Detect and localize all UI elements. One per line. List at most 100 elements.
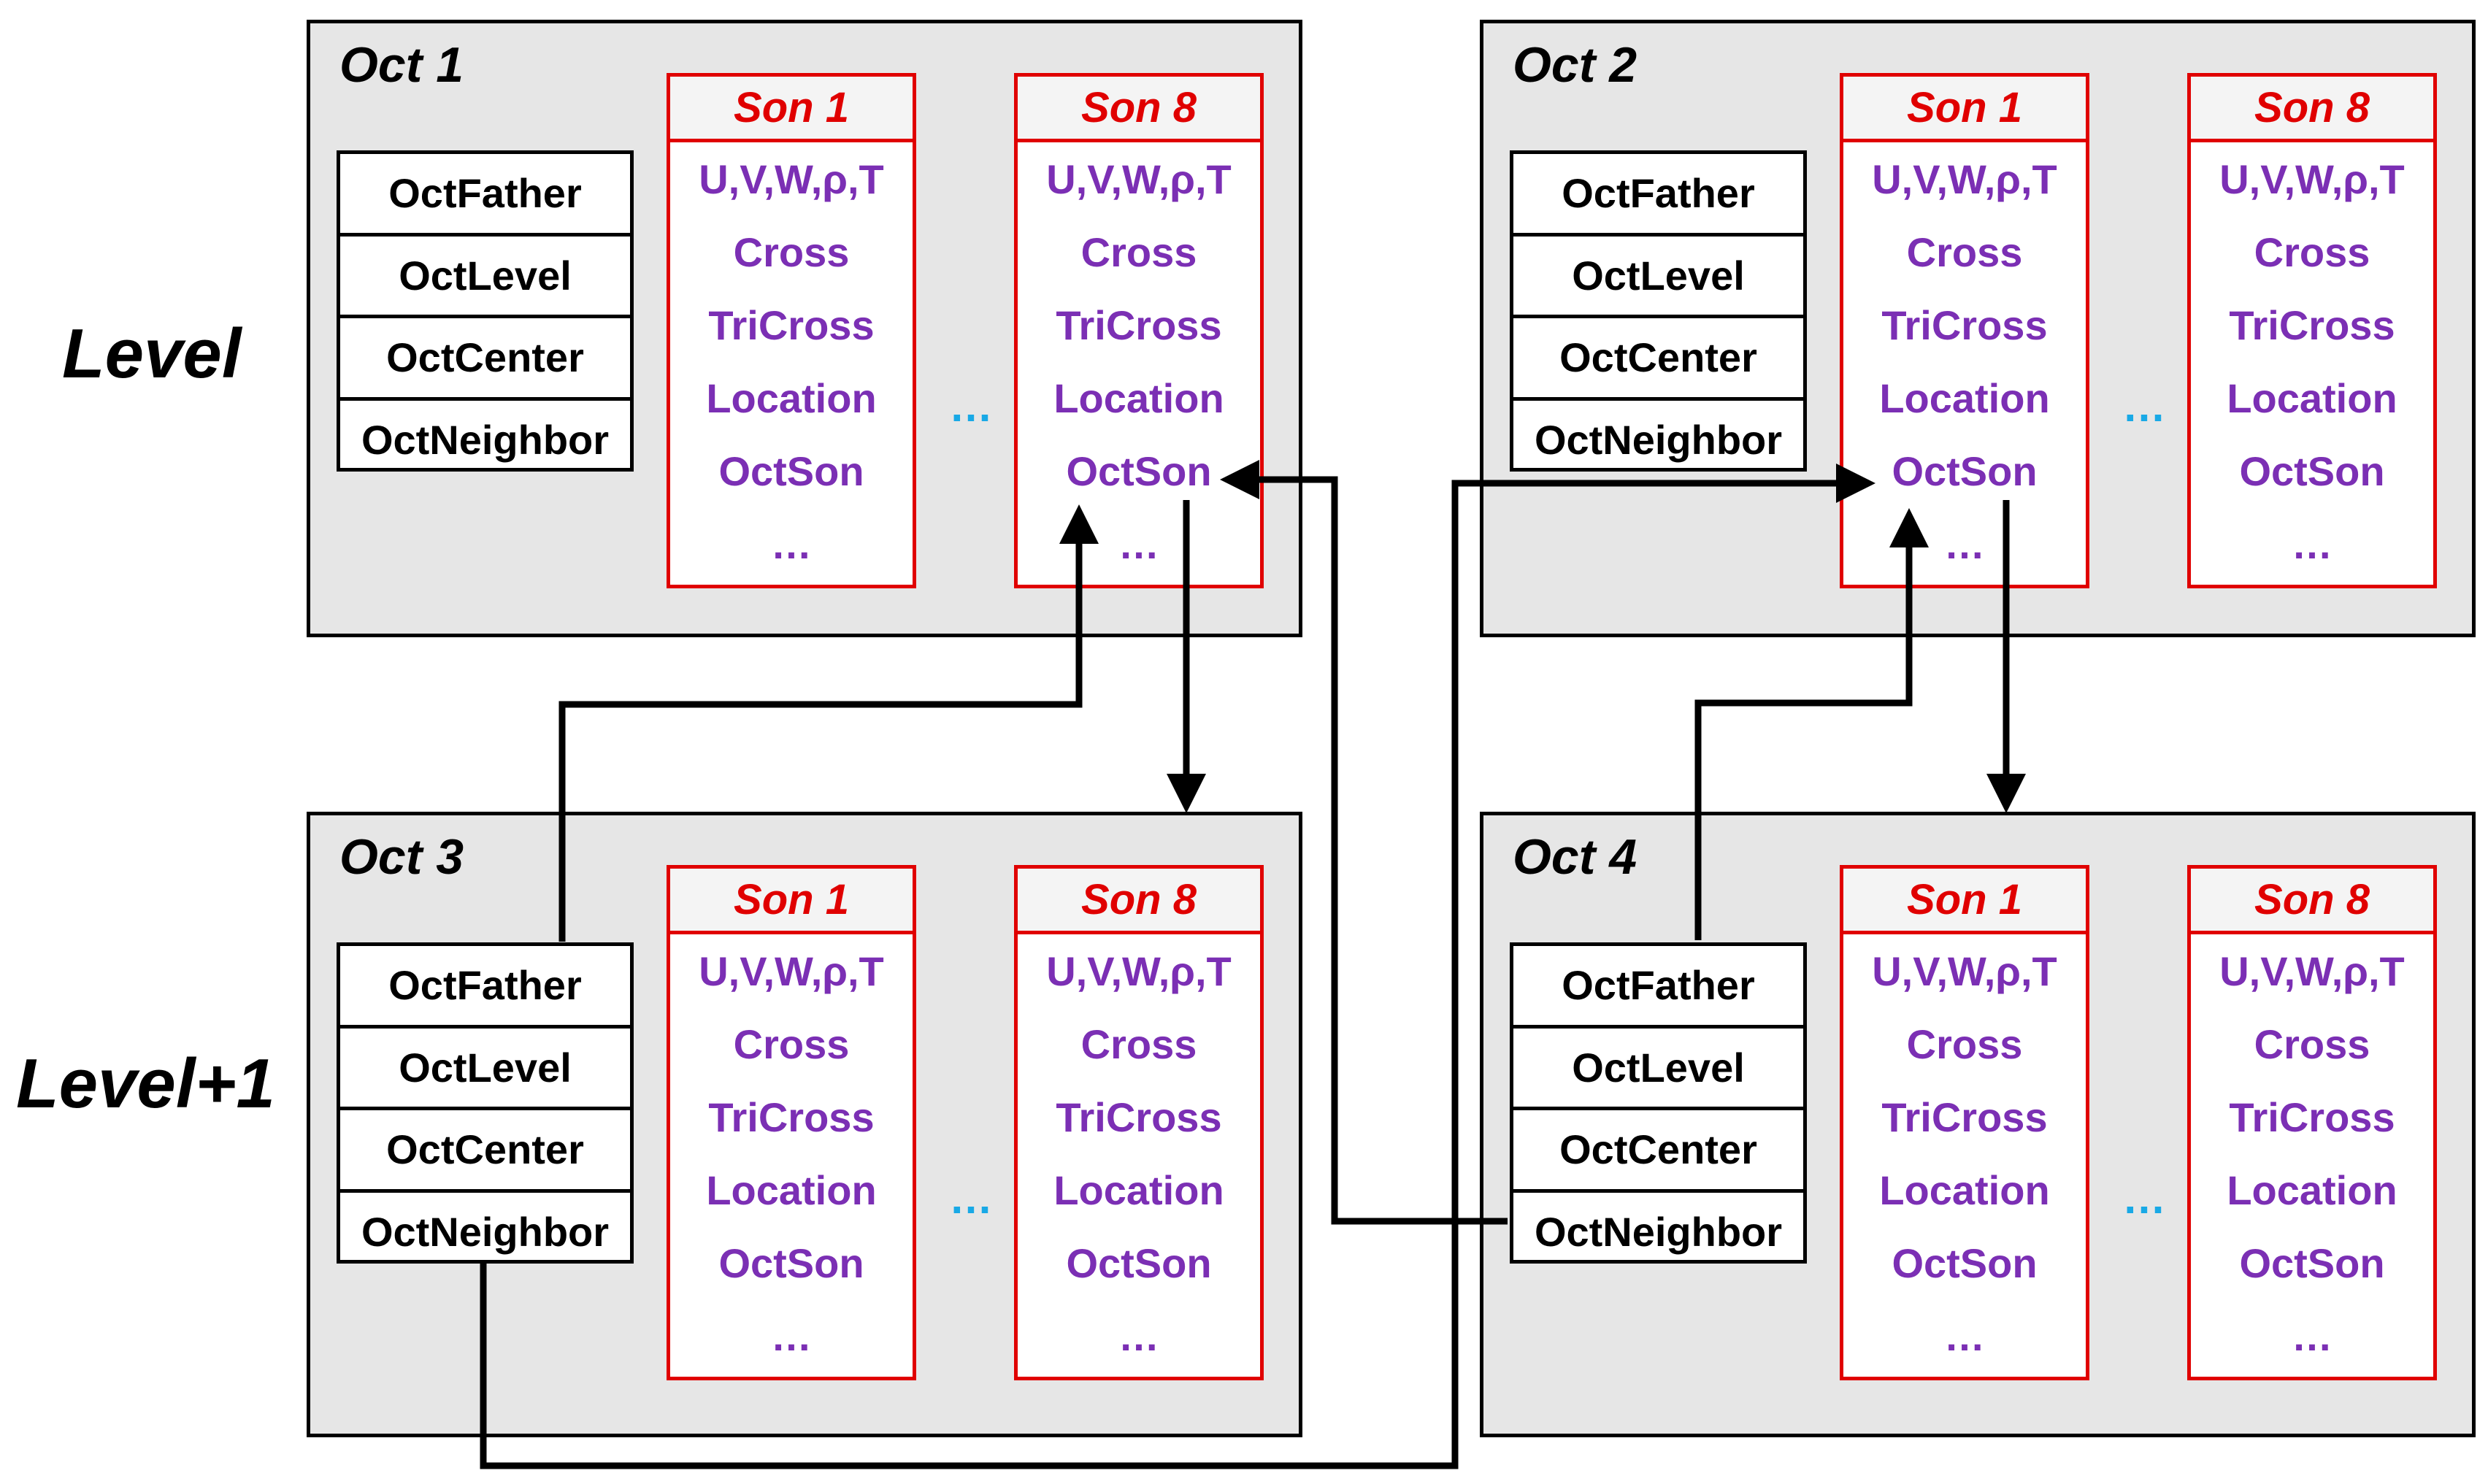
son-field-tricross: TriCross [708,1093,875,1140]
son-field-cross: Cross [733,1020,850,1067]
son-title: Son 8 [1018,77,1260,142]
oct-3-box: Oct 3 OctFather OctLevel OctCenter OctNe… [307,812,1302,1437]
info-field-oct-neighbor: OctNeighbor [361,416,610,463]
son-1-card: Son 1 U,V,W,ρ,T Cross TriCross Location … [667,865,916,1380]
son-field-octson: OctSon [718,1239,864,1286]
son-field-ellipsis: … [1944,1312,1985,1359]
son-field-tricross: TriCross [1881,301,2048,348]
son-field-uvwrt: U,V,W,ρ,T [1872,947,2057,994]
son-field-uvwrt: U,V,W,ρ,T [1046,155,1232,202]
son-field-location: Location [1053,374,1224,421]
son-field-octson: OctSon [1892,447,2038,494]
son-field-octson: OctSon [718,447,864,494]
son-field-tricross: TriCross [708,301,875,348]
son-field-cross: Cross [2254,228,2370,275]
arrow-oct4-neighbor-to-oct1-octson [1220,460,1508,1225]
info-field-oct-father: OctFather [1513,154,1803,237]
oct-info-table: OctFather OctLevel OctCenter OctNeighbor [337,150,634,472]
son-title: Son 8 [1018,869,1260,934]
son-field-ellipsis: … [1118,520,1159,567]
son-field-location: Location [706,374,877,421]
oct-info-table: OctFather OctLevel OctCenter OctNeighbor [337,942,634,1264]
son-title: Son 1 [1843,869,2086,934]
son-field-location: Location [1053,1166,1224,1213]
son-8-card: Son 8 U,V,W,ρ,T Cross TriCross Location … [2187,865,2437,1380]
more-sons-ellipsis: … [949,382,993,431]
oct-title: Oct 4 [1513,829,1637,885]
son-field-ellipsis: … [1118,1312,1159,1359]
son-field-octson: OctSon [2239,447,2385,494]
arrow-oct3-father-to-oct1-octson [558,504,1099,942]
info-field-oct-center: OctCenter [340,318,630,401]
level-plus-one-label: Level+1 [16,1045,275,1123]
info-field-oct-father: OctFather [340,154,630,237]
info-field-oct-level: OctLevel [340,1029,630,1110]
oct-1-box: Oct 1 OctFather OctLevel OctCenter OctNe… [307,20,1302,637]
son-1-card: Son 1 U,V,W,ρ,T Cross TriCross Location … [1840,73,2089,588]
son-field-uvwrt: U,V,W,ρ,T [1872,155,2057,202]
arrow-oct3-neighbor-to-oct2-octson [480,464,1875,1469]
more-sons-ellipsis: … [2122,382,2166,431]
son-field-cross: Cross [733,228,850,275]
info-field-oct-neighbor: OctNeighbor [1534,1208,1783,1255]
info-field-oct-center: OctCenter [340,1110,630,1193]
son-title: Son 1 [670,77,913,142]
son-field-octson: OctSon [1066,1239,1212,1286]
info-field-oct-neighbor: OctNeighbor [1534,416,1783,463]
son-field-cross: Cross [1906,1020,2023,1067]
son-field-cross: Cross [1080,1020,1197,1067]
son-field-ellipsis: … [2292,520,2332,567]
son-8-card: Son 8 U,V,W,ρ,T Cross TriCross Location … [2187,73,2437,588]
son-field-tricross: TriCross [2229,1093,2395,1140]
oct-title: Oct 1 [339,37,464,93]
son-title: Son 8 [2191,77,2433,142]
level-label: Level [62,315,242,393]
son-field-uvwrt: U,V,W,ρ,T [1046,947,1232,994]
oct-2-box: Oct 2 OctFather OctLevel OctCenter OctNe… [1480,20,2476,637]
info-field-oct-center: OctCenter [1513,1110,1803,1193]
oct-title: Oct 2 [1513,37,1637,93]
son-1-card: Son 1 U,V,W,ρ,T Cross TriCross Location … [667,73,916,588]
son-field-cross: Cross [2254,1020,2370,1067]
son-field-location: Location [1879,374,2050,421]
son-field-cross: Cross [1906,228,2023,275]
son-8-card: Son 8 U,V,W,ρ,T Cross TriCross Location … [1014,73,1264,588]
son-field-ellipsis: … [771,520,812,567]
son-field-ellipsis: … [771,1312,812,1359]
son-1-card: Son 1 U,V,W,ρ,T Cross TriCross Location … [1840,865,2089,1380]
oct-title: Oct 3 [339,829,464,885]
son-field-tricross: TriCross [1056,1093,1222,1140]
son-title: Son 8 [2191,869,2433,934]
son-field-uvwrt: U,V,W,ρ,T [2219,155,2405,202]
info-field-oct-level: OctLevel [1513,237,1803,318]
son-field-octson: OctSon [1892,1239,2038,1286]
son-field-tricross: TriCross [1881,1093,2048,1140]
son-field-location: Location [706,1166,877,1213]
son-field-octson: OctSon [2239,1239,2385,1286]
info-field-oct-father: OctFather [340,946,630,1029]
son-field-tricross: TriCross [2229,301,2395,348]
son-field-octson: OctSon [1066,447,1212,494]
info-field-oct-level: OctLevel [340,237,630,318]
arrow-oct4-father-to-oct2-octson [1694,508,1929,940]
son-field-cross: Cross [1080,228,1197,275]
son-8-card: Son 8 U,V,W,ρ,T Cross TriCross Location … [1014,865,1264,1380]
more-sons-ellipsis: … [2122,1174,2166,1223]
oct-info-table: OctFather OctLevel OctCenter OctNeighbor [1510,150,1807,472]
son-title: Son 1 [670,869,913,934]
son-field-location: Location [2227,1166,2397,1213]
more-sons-ellipsis: … [949,1174,993,1223]
son-title: Son 1 [1843,77,2086,142]
oct-4-box: Oct 4 OctFather OctLevel OctCenter OctNe… [1480,812,2476,1437]
info-field-oct-level: OctLevel [1513,1029,1803,1110]
son-field-location: Location [2227,374,2397,421]
info-field-oct-center: OctCenter [1513,318,1803,401]
info-field-oct-neighbor: OctNeighbor [361,1208,610,1255]
son-field-uvwrt: U,V,W,ρ,T [699,155,884,202]
son-field-tricross: TriCross [1056,301,1222,348]
son-field-uvwrt: U,V,W,ρ,T [699,947,884,994]
son-field-ellipsis: … [2292,1312,2332,1359]
info-field-oct-father: OctFather [1513,946,1803,1029]
oct-info-table: OctFather OctLevel OctCenter OctNeighbor [1510,942,1807,1264]
